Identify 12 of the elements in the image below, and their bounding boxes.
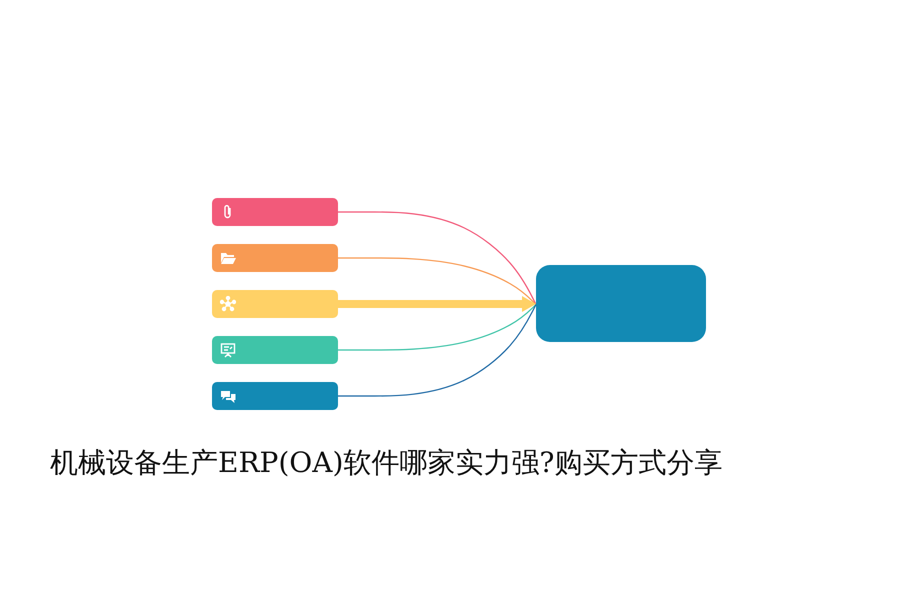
rounded-box [536, 265, 706, 342]
icon-bar [212, 198, 338, 226]
arrow [338, 296, 536, 312]
connector-line [338, 304, 537, 397]
icon-bar [212, 244, 338, 272]
connector-line [338, 304, 536, 351]
connector-line [338, 257, 536, 305]
connector-line [338, 211, 537, 305]
icon-bar [212, 336, 338, 364]
icon-bar [212, 382, 338, 410]
icon-bar [212, 290, 338, 318]
title: 机械设备生产ERP(OA)软件哪家实力强?购买方式分享 [50, 445, 722, 481]
